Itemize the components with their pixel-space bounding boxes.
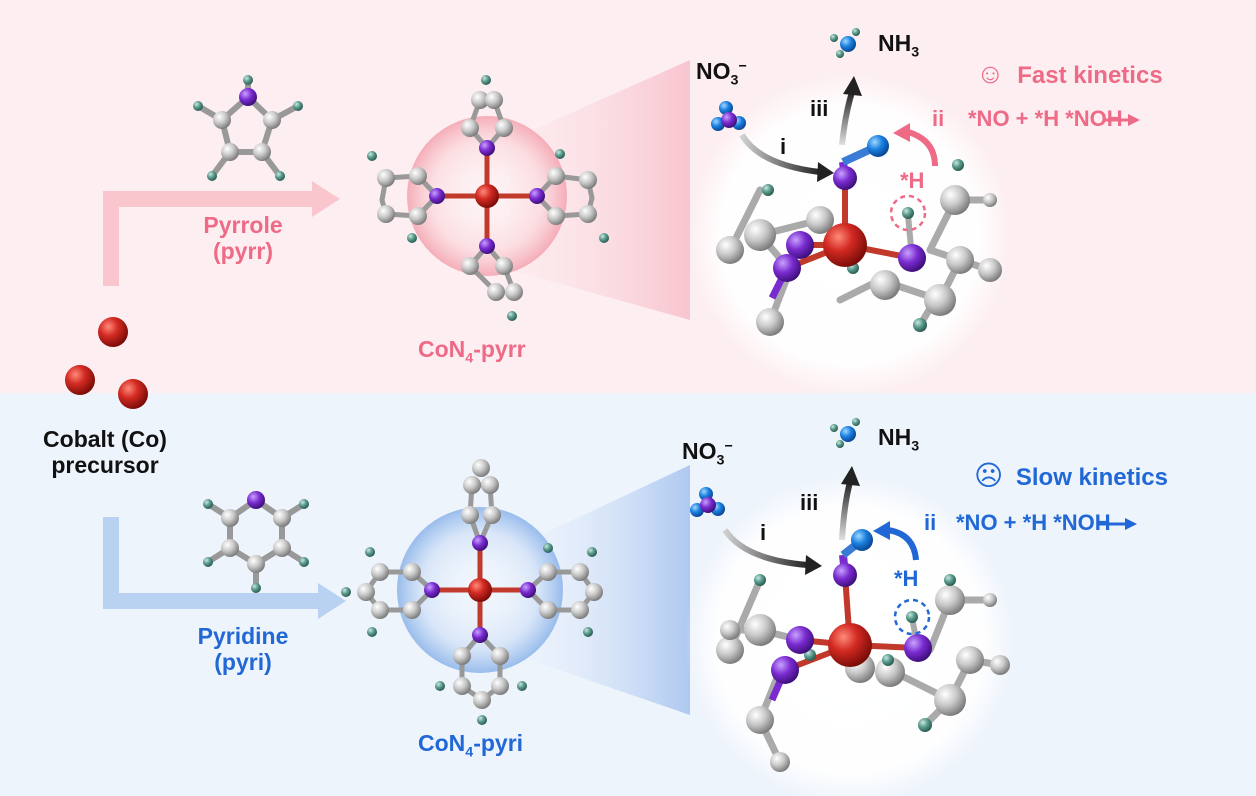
arrow-step-iii-bottom-head (841, 466, 860, 486)
precursor-label: Cobalt (Co) precursor (20, 426, 190, 479)
step-iii-label-bottom: iii (800, 490, 819, 515)
nitrate-label-bottom: NO3− (682, 438, 733, 469)
pyridine-name: Pyridine (197, 623, 289, 649)
arrow-step-ii-bottom-head (873, 521, 890, 540)
precursor-line1: Cobalt (Co) (43, 426, 167, 452)
pyrrole-abbr: (pyrr) (212, 238, 274, 265)
adsorbed-h-label-top: *H (900, 168, 925, 193)
kinetics-label-top: Fast kinetics (1017, 62, 1163, 89)
precursor-line2: precursor (51, 452, 159, 479)
pyridine-abbr: (pyri) (214, 649, 272, 676)
arrow-step-i-bottom-head (805, 555, 822, 575)
branch-arrow-bottom (103, 517, 346, 619)
adsorbed-h-label-bottom: *H (894, 566, 919, 591)
reaction-equation-bottom: *NO + *H *NOH (956, 510, 1111, 535)
step-i-label-bottom: i (760, 520, 767, 545)
arrow-step-i-bottom (722, 528, 809, 568)
nitrate-label-top: NO3− (696, 58, 747, 89)
active-site-top-core (716, 135, 1002, 336)
arrow-step-iii-top (839, 91, 855, 146)
arrow-step-ii-top (907, 129, 938, 167)
ammonia-label-top: NH3 (878, 30, 920, 61)
pyridine-label: Pyridine (pyri) (178, 623, 308, 676)
sad-face-icon: ☹ (974, 460, 1004, 491)
reaction-arrow-bottom (1097, 518, 1137, 530)
nitrate-molecule-top (711, 101, 746, 131)
arrow-step-iii-bottom (839, 481, 853, 541)
kinetics-top: ☺ Fast kinetics (976, 58, 1163, 90)
con4-pyri-label: CoN4-pyri (418, 730, 524, 761)
con4-pyrr-label: CoN4-pyrr (418, 336, 526, 367)
cobalt-precursor-atoms (65, 317, 148, 409)
pyrrole-atoms (193, 75, 303, 181)
ammonia-label-bottom: NH3 (878, 424, 920, 455)
zoom-cone-bottom (530, 465, 690, 715)
nitrate-molecule-bottom (690, 487, 725, 517)
step-i-label-top: i (780, 134, 787, 159)
pyridine-atoms (203, 491, 309, 593)
pyrrole-label: Pyrrole (pyrr) (178, 212, 308, 265)
con4-pyrr-atoms (367, 75, 609, 321)
arrow-step-ii-top-head (893, 123, 910, 142)
kinetics-bottom: ☹ Slow kinetics (974, 460, 1168, 492)
step-ii-label-top: ii (932, 106, 945, 131)
step-ii-label-bottom: ii (924, 510, 937, 535)
branch-arrow-top (103, 181, 340, 286)
arrow-step-i-top-head (817, 162, 834, 182)
active-site-bottom-core (716, 529, 1010, 772)
step-iii-label-top: iii (810, 96, 829, 121)
happy-face-icon: ☺ (976, 58, 1005, 89)
arrow-step-iii-top-head (843, 76, 862, 96)
ammonia-molecule-top (830, 28, 860, 58)
arrow-step-i-top (739, 133, 821, 175)
pyrrole-name: Pyrrole (203, 212, 283, 238)
arrow-step-ii-bottom (887, 527, 919, 561)
kinetics-label-bottom: Slow kinetics (1015, 464, 1168, 491)
reaction-equation-top: *NO + *H *NOH (968, 106, 1123, 131)
zoom-cone-top (510, 60, 690, 320)
reaction-arrow-top (1103, 114, 1140, 126)
ammonia-molecule-bottom (830, 418, 860, 448)
con4-pyri-atoms (341, 459, 603, 725)
